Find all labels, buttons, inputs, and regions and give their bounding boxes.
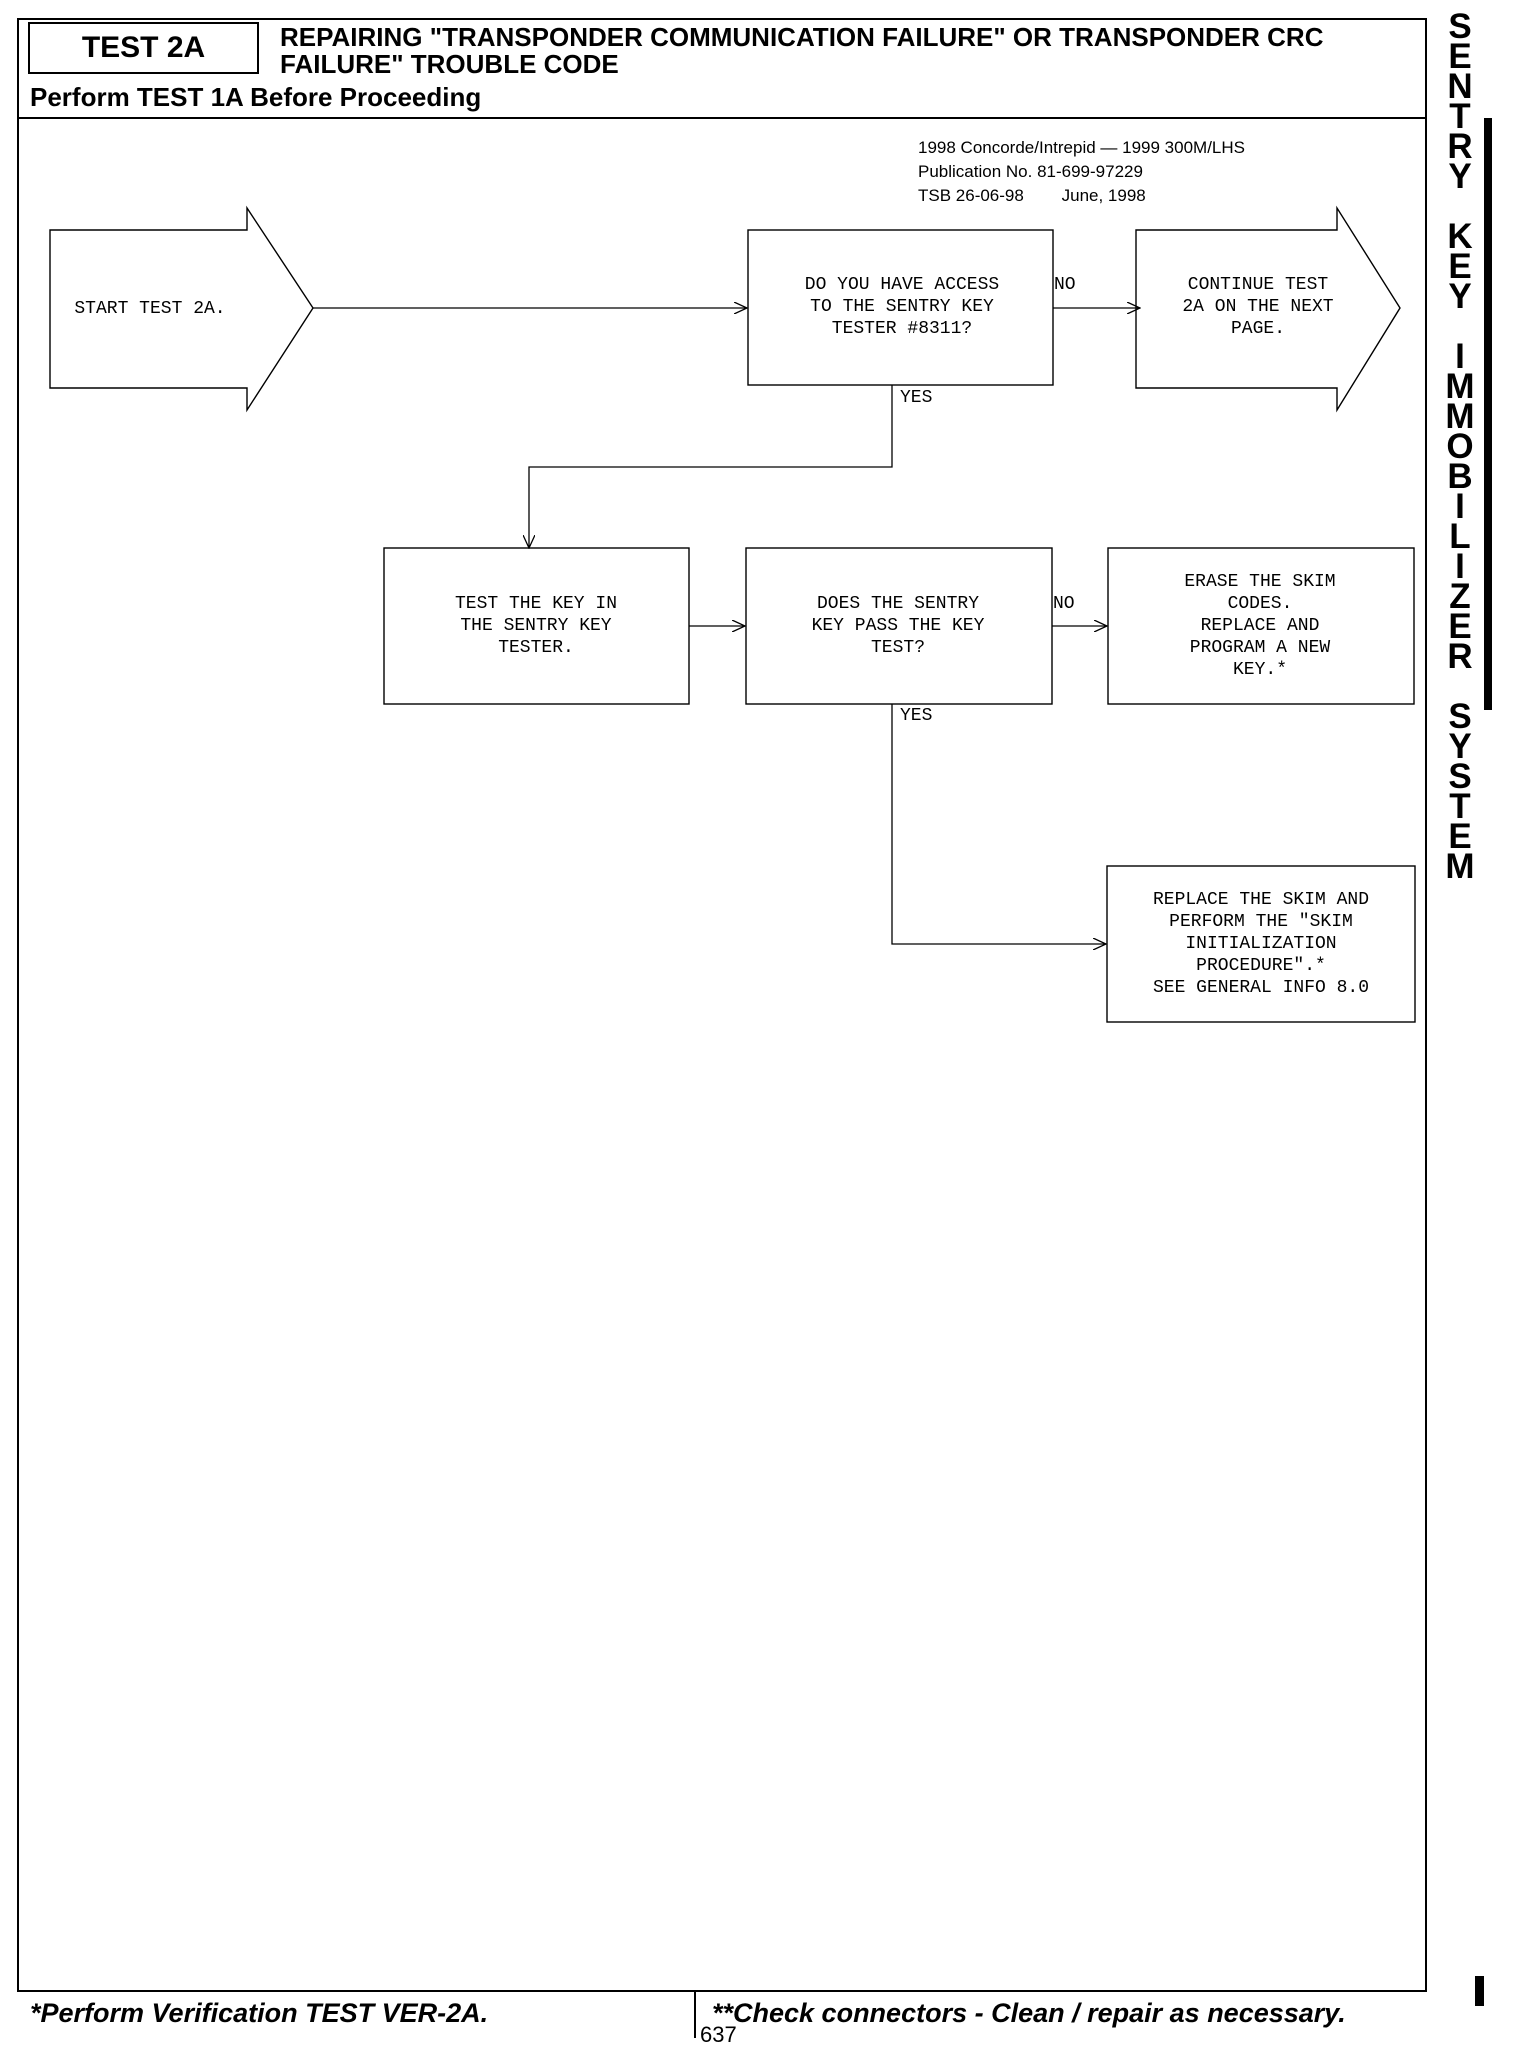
test-key-node: TEST THE KEY IN THE SENTRY KEY TESTER. <box>454 594 618 658</box>
access-no-label: NO <box>1054 275 1076 295</box>
erase-codes-box <box>1107 547 1415 705</box>
connector-pass-yes <box>891 704 1106 944</box>
publication-line-3: TSB 26-06-98 June, 1998 <box>918 186 1146 205</box>
side-title-letter: Y <box>1448 727 1472 766</box>
replace-skim-box <box>1106 865 1416 1023</box>
side-title-letter: T <box>1449 787 1471 826</box>
test-id-box: TEST 2A <box>28 22 259 74</box>
access-question-node: DO YOU HAVE ACCESS TO THE SENTRY KEY TES… <box>804 275 1000 339</box>
side-title-letter: M <box>1445 397 1475 436</box>
side-title-letter: L <box>1449 517 1471 556</box>
side-title-letter: Z <box>1449 577 1471 616</box>
publication-info: 1998 Concorde/Intrepid — 1999 300M/LHS P… <box>918 136 1245 208</box>
header-divider <box>17 117 1427 119</box>
side-title-letter: N <box>1447 67 1473 106</box>
footer-divider <box>17 1990 1427 1992</box>
side-title-letter: E <box>1448 37 1472 76</box>
title-line-2: FAILURE" TROUBLE CODE <box>280 49 619 79</box>
page-edge-marker <box>1475 1976 1484 2006</box>
pass-yes-label: YES <box>900 706 933 726</box>
start-arrow-shape <box>49 205 314 413</box>
pass-question-node: DOES THE SENTRY KEY PASS THE KEY TEST? <box>811 594 985 658</box>
side-title-letter: I <box>1455 547 1465 586</box>
footer-column-divider <box>694 1990 696 2038</box>
page-title: REPAIRING "TRANSPONDER COMMUNICATION FAI… <box>280 24 1420 78</box>
side-title-letter: R <box>1447 127 1473 166</box>
continue-node: CONTINUE TEST 2A ON THE NEXT PAGE. <box>1182 275 1334 339</box>
connector-access-yes <box>529 385 893 548</box>
side-title-letter: Y <box>1448 277 1472 316</box>
access-yes-label: YES <box>900 388 933 408</box>
pass-no-label: NO <box>1053 594 1075 614</box>
side-title-letter: S <box>1448 7 1472 46</box>
page-number: 637 <box>700 2022 737 2047</box>
title-line-1: REPAIRING "TRANSPONDER COMMUNICATION FAI… <box>280 22 1324 52</box>
test-id: TEST 2A <box>81 31 206 64</box>
side-title-letter: K <box>1447 217 1473 256</box>
start-node: START TEST 2A. <box>74 299 226 319</box>
side-title-letter: E <box>1448 817 1472 856</box>
side-title-letter: I <box>1455 337 1465 376</box>
side-title-letter: E <box>1448 607 1472 646</box>
side-title-letter: S <box>1448 697 1472 736</box>
publication-line-2: Publication No. 81-699-97229 <box>918 162 1143 181</box>
side-title-letter: R <box>1447 637 1473 676</box>
footer-verification-note: *Perform Verification TEST VER-2A. <box>30 1998 489 2028</box>
side-title-letter: Y <box>1448 157 1472 196</box>
prerequisite-note: Perform TEST 1A Before Proceeding <box>30 82 482 112</box>
section-marker-bar <box>1484 118 1492 710</box>
side-title-letter: E <box>1448 247 1472 286</box>
side-title-letter: S <box>1448 757 1472 796</box>
erase-codes-node: ERASE THE SKIM CODES. REPLACE AND PROGRA… <box>1184 572 1336 680</box>
footer-connector-note: **Check connectors - Clean / repair as n… <box>712 1998 1346 2028</box>
replace-skim-node: REPLACE THE SKIM AND PERFORM THE "SKIM I… <box>1152 890 1370 998</box>
side-title-letter: M <box>1445 847 1475 886</box>
publication-line-1: 1998 Concorde/Intrepid — 1999 300M/LHS <box>918 138 1245 157</box>
continue-arrow-shape <box>1135 205 1401 413</box>
side-title-letter: I <box>1455 487 1465 526</box>
side-title-letter: M <box>1445 367 1475 406</box>
side-title-letter: B <box>1447 457 1473 496</box>
side-title-letter: T <box>1449 97 1471 136</box>
side-title-letter: O <box>1446 427 1474 466</box>
